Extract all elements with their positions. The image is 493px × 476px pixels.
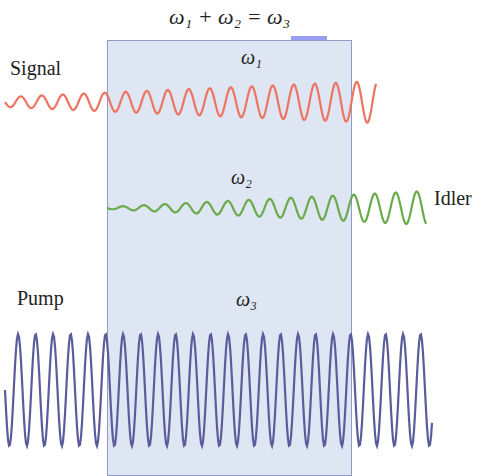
frequency-label: ω₂: [231, 167, 252, 187]
frequency-label: ω₃: [236, 289, 257, 309]
frequency-label: ω₁: [241, 47, 262, 67]
wave-name: Signal: [10, 58, 61, 78]
highlight-bar: [291, 36, 327, 40]
equation-title: ω₁ + ω₂ = ω₃: [169, 6, 290, 28]
wave-name: Idler: [434, 188, 472, 208]
idler-wave: [107, 192, 426, 224]
wave-name: Pump: [17, 288, 64, 308]
signal-wave: [5, 82, 376, 123]
crystal-box: ω₁ ω₂ ω₃: [107, 40, 352, 476]
pump-wave: [5, 334, 432, 446]
